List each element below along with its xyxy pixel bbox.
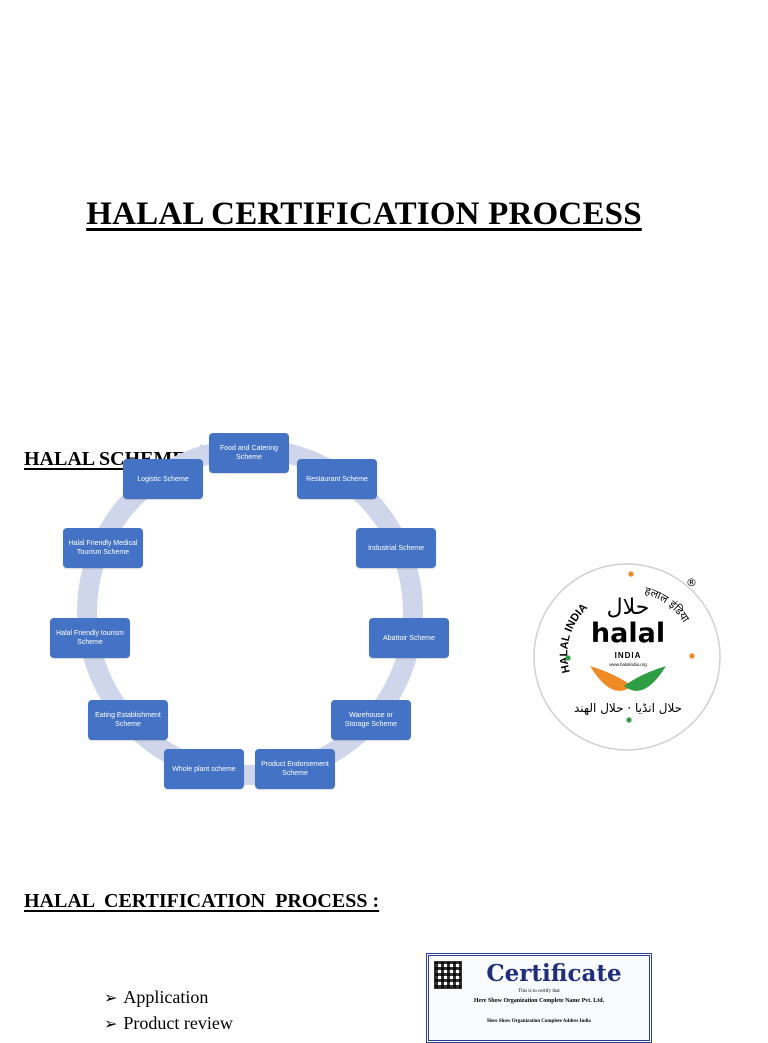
scheme-node: Whole plant scheme [164, 749, 244, 789]
process-heading: HALAL CERTIFICATION PROCESS : [24, 890, 380, 912]
certificate-title: Certificate [486, 960, 622, 987]
logo-center-sub: INDIA [615, 651, 642, 660]
logo-bottom-arabic: حلال انڈیا · حلال الهند [574, 701, 682, 715]
page-title: HALAL CERTIFICATION PROCESS [86, 196, 642, 232]
list-item: ➢ Application [104, 984, 233, 1010]
scheme-node: Food and Catering Scheme [209, 433, 289, 473]
step-label: Product review [123, 1012, 233, 1033]
logo-orange-swoosh [590, 666, 632, 691]
certificate-preview: Certificate This is to certify that Here… [426, 953, 652, 1043]
certificate-address: Here Show Organization Complete Addres I… [487, 1019, 591, 1024]
scheme-node: Eating Establishment Scheme [88, 700, 168, 740]
logo-center-arabic: حلال [607, 595, 650, 620]
scheme-node: Halal Friendly tourism Scheme [50, 618, 130, 658]
scheme-node: Product Endorsement Scheme [255, 749, 335, 789]
certificate-line: This is to certify that [518, 989, 560, 994]
scheme-node: Halal Friendly Medical Tourism Scheme [63, 528, 143, 568]
halal-india-logo: HALAL INDIA हलाल इंडिया ® حلال halal IND… [533, 563, 721, 751]
step-label: Application [123, 986, 209, 1007]
list-item: ➢ Product review [104, 1010, 233, 1036]
scheme-node: Abattoir Scheme [369, 618, 449, 658]
scheme-node: Restaurant Scheme [297, 459, 377, 499]
arrow-bullet-icon: ➢ [104, 987, 118, 1007]
registered-mark: ® [686, 576, 697, 589]
arrow-bullet-icon: ➢ [104, 1013, 118, 1033]
certificate-org-name: Here Show Organization Complete Name Pvt… [473, 998, 605, 1004]
logo-green-swoosh [624, 666, 666, 691]
logo-circle [533, 563, 721, 751]
green-dot-icon [626, 717, 632, 723]
scheme-node: Industrial Scheme [356, 528, 436, 568]
qr-code-icon [434, 961, 462, 989]
orange-dot-icon [689, 653, 695, 659]
process-step-list: ➢ Application ➢ Product review [104, 984, 233, 1036]
green-dot-icon [565, 655, 571, 661]
logo-center-word: halal [591, 618, 665, 649]
logo-website: www.halalindia.org [609, 662, 647, 667]
scheme-node: Logistic Scheme [123, 459, 203, 499]
scheme-node: Warehouse or Storage Scheme [331, 700, 411, 740]
orange-dot-icon [628, 571, 634, 577]
